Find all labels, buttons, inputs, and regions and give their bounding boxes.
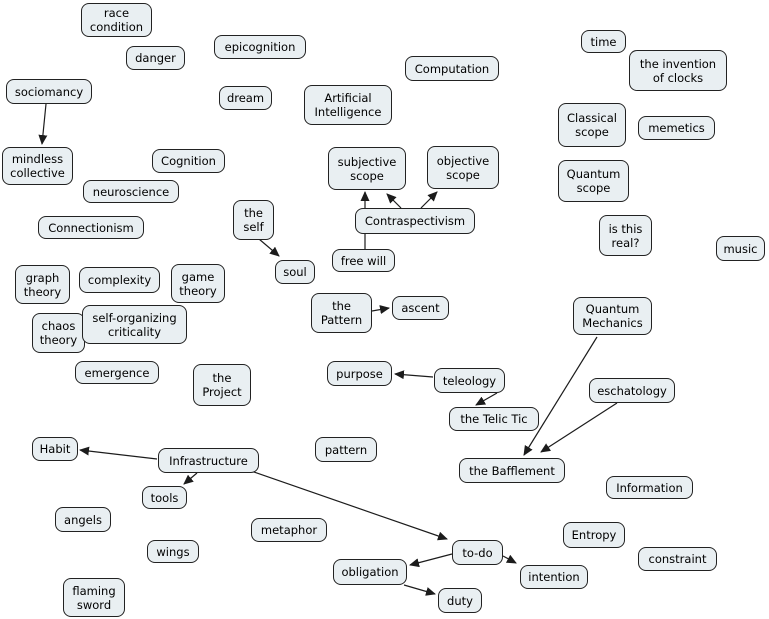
concept-node-habit[interactable]: Habit: [32, 437, 78, 461]
concept-node-danger[interactable]: danger: [126, 46, 185, 70]
concept-node-graph-theory[interactable]: graph theory: [15, 265, 70, 304]
edge-teleology-to-purpose: [394, 370, 434, 380]
edge-quantum-mechanics-to-the-bafflement: [523, 336, 598, 456]
concept-node-soul[interactable]: soul: [275, 260, 315, 284]
edge-sociomancy-to-mindless-collective: [38, 103, 48, 145]
concept-node-entropy[interactable]: Entropy: [563, 522, 625, 548]
concept-node-contraspectivism[interactable]: Contraspectivism: [355, 208, 475, 234]
edge-teleology-to-the-telic-tic: [475, 392, 498, 406]
concept-node-infrastructure[interactable]: Infrastructure: [158, 448, 259, 473]
concept-node-race-condition[interactable]: race condition: [81, 3, 152, 37]
concept-node-flaming-sword[interactable]: flaming sword: [63, 578, 125, 617]
concept-node-constraint[interactable]: constraint: [638, 547, 717, 571]
concept-node-objective-scope[interactable]: objective scope: [427, 146, 499, 189]
concept-node-purpose[interactable]: purpose: [327, 361, 392, 386]
edge-infrastructure-to-tools: [183, 472, 198, 485]
concept-node-free-will[interactable]: free will: [332, 249, 395, 272]
concept-node-cognition[interactable]: Cognition: [152, 149, 225, 173]
edge-contraspectivism-to-subjective-scope-2: [386, 193, 402, 209]
concept-node-duty[interactable]: duty: [438, 588, 482, 613]
edge-the-pattern-to-ascent: [371, 305, 390, 314]
concept-node-teleology[interactable]: teleology: [434, 368, 505, 393]
concept-node-the-self[interactable]: the self: [233, 200, 274, 240]
concept-node-connectionism[interactable]: Connectionism: [38, 216, 144, 239]
concept-node-obligation[interactable]: obligation: [333, 559, 407, 585]
concept-node-dream[interactable]: dream: [219, 86, 272, 110]
concept-node-the-invention-of-clocks[interactable]: the invention of clocks: [629, 50, 727, 91]
concept-node-is-this-real[interactable]: is this real?: [599, 215, 652, 256]
concept-node-computation[interactable]: Computation: [405, 56, 499, 81]
concept-node-mindless-collective[interactable]: mindless collective: [2, 147, 73, 185]
concept-node-wings[interactable]: wings: [147, 540, 199, 563]
concept-node-pattern[interactable]: pattern: [315, 437, 377, 462]
concept-node-artificial-intelligence[interactable]: Artificial Intelligence: [304, 85, 392, 125]
concept-node-information[interactable]: Information: [606, 476, 693, 499]
concept-node-ascent[interactable]: ascent: [392, 296, 449, 320]
concept-node-chaos-theory[interactable]: chaos theory: [32, 313, 85, 353]
edge-to-do-to-obligation: [409, 553, 453, 568]
concept-node-eschatology[interactable]: eschatology: [589, 378, 675, 403]
edge-obligation-to-duty: [403, 584, 436, 596]
edge-the-self-to-soul: [258, 238, 280, 257]
concept-node-the-bafflement[interactable]: the Bafflement: [459, 458, 565, 483]
concept-node-epicognition[interactable]: epicognition: [214, 35, 306, 59]
edge-infrastructure-to-habit: [79, 446, 158, 460]
concept-node-the-project[interactable]: the Project: [193, 364, 251, 406]
concept-node-complexity[interactable]: complexity: [79, 267, 160, 293]
concept-node-subjective-scope[interactable]: subjective scope: [328, 147, 406, 190]
concept-node-music[interactable]: music: [716, 236, 765, 261]
concept-node-classical-scope[interactable]: Classical scope: [558, 103, 626, 147]
concept-node-quantum-scope[interactable]: Quantum scope: [558, 160, 629, 202]
concept-node-intention[interactable]: intention: [520, 565, 588, 589]
concept-node-tools[interactable]: tools: [142, 486, 187, 509]
concept-node-angels[interactable]: angels: [55, 507, 111, 532]
concept-node-the-telic-tic[interactable]: the Telic Tic: [449, 407, 539, 431]
concept-node-the-pattern[interactable]: the Pattern: [311, 293, 372, 333]
concept-node-emergence[interactable]: emergence: [75, 361, 159, 384]
concept-node-time[interactable]: time: [581, 30, 626, 53]
concept-node-to-do[interactable]: to-do: [452, 540, 503, 565]
concept-node-sociomancy[interactable]: sociomancy: [6, 79, 92, 104]
edge-eschatology-to-the-bafflement: [540, 402, 618, 453]
edge-to-do-to-intention: [502, 554, 517, 564]
concept-node-metaphor[interactable]: metaphor: [251, 518, 327, 542]
concept-node-memetics[interactable]: memetics: [638, 116, 715, 140]
concept-node-neuroscience[interactable]: neuroscience: [83, 180, 179, 203]
concept-node-self-organizing-criticality[interactable]: self-organizing criticality: [82, 305, 187, 344]
concept-node-game-theory[interactable]: game theory: [171, 264, 225, 303]
concept-node-quantum-mechanics[interactable]: Quantum Mechanics: [573, 297, 652, 335]
edge-contraspectivism-to-objective-scope: [420, 191, 438, 209]
